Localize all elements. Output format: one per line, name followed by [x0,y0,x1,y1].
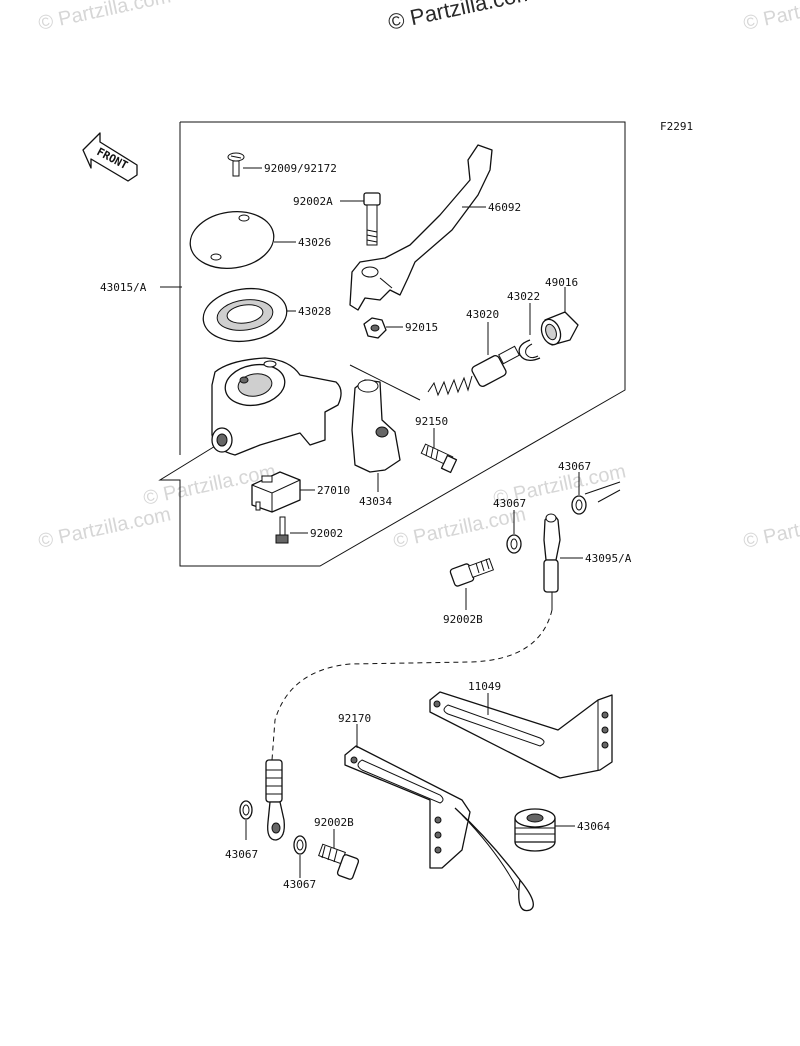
boundary-stub [584,481,621,503]
banjo-bolt-icon [318,843,360,880]
lower-hose-fitting-icon [265,759,285,841]
watermark-mid-right: © Partzilla.com [741,503,800,553]
front-arrow-icon: FRONT [82,132,138,182]
brake-switch-icon [251,471,301,513]
bracket-11049-icon [429,691,613,779]
label-92002B-bot: 92002B [314,816,354,829]
label-92150: 92150 [415,415,448,428]
circlip-icon [518,339,541,362]
washer-icon [571,495,587,515]
label-92009: 92009/92172 [264,162,337,175]
cap-screw-icon [227,152,245,177]
watermark-top-left: © Partzilla.com [36,0,172,35]
pivot-bolt-icon [363,192,381,246]
label-43067b: 43067 [493,497,526,510]
assembly-line [349,364,421,401]
label-27010: 27010 [317,484,350,497]
dust-boot-icon [540,311,579,346]
switch-screw-icon [275,516,289,544]
label-92002B-top: 92002B [443,613,483,626]
hex-nut-icon [363,317,387,339]
label-46092: 46092 [488,201,521,214]
label-43095A: 43095/A [585,552,632,565]
label-49016: 49016 [545,276,578,289]
clamp-bolt-icon [420,443,458,474]
label-92170: 92170 [338,712,371,725]
figure-code: F2291 [660,120,693,133]
diaphragm-icon [202,287,288,343]
label-92015: 92015 [405,321,438,334]
bracket-92170-icon [344,745,534,912]
label-43026: 43026 [298,236,331,249]
washer-icon [293,835,307,855]
brake-hose-fitting-icon [543,513,561,610]
brake-lever-icon [349,144,493,311]
rubber-damper-icon [514,808,556,852]
label-43064: 43064 [577,820,610,833]
label-43067d: 43067 [283,878,316,891]
label-43022: 43022 [507,290,540,303]
label-43015A: 43015/A [100,281,147,294]
watermark-mid-left: © Partzilla.com [36,503,172,553]
watermark-top: © Partzilla.com [386,0,536,35]
watermark-top-right: © Partzilla.com [741,0,800,35]
label-43067a: 43067 [558,460,591,473]
piston-spring-icon [427,345,520,397]
brake-hose [271,609,553,761]
label-92002: 92002 [310,527,343,540]
banjo-bolt-icon [449,557,495,587]
clamp-holder-icon [351,379,401,473]
assembly-boundary [158,121,626,567]
label-43020: 43020 [466,308,499,321]
label-11049: 11049 [468,680,501,693]
washer-icon [506,534,522,554]
reservoir-cap-icon [189,211,275,269]
master-cylinder-body-icon [211,357,342,456]
label-43034: 43034 [359,495,392,508]
washer-icon [239,800,253,820]
label-43067c: 43067 [225,848,258,861]
label-43028: 43028 [298,305,331,318]
label-92002A: 92002A [293,195,333,208]
